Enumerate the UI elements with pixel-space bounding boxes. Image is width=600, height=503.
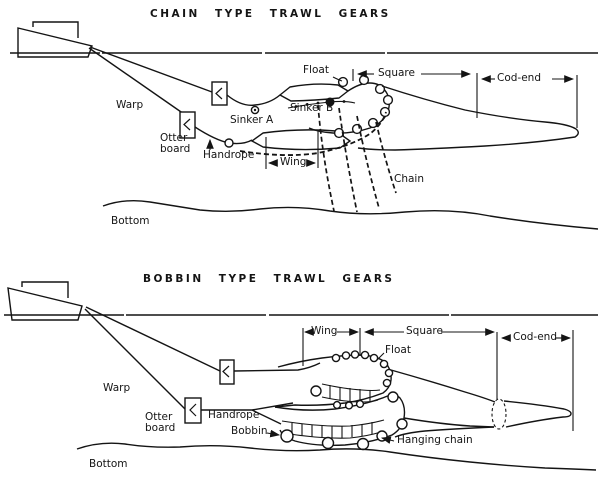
otter-board-upper: [219, 359, 235, 385]
chain-type-diagram: [10, 21, 599, 230]
measurements: [302, 328, 574, 431]
sea-bottom-line: [102, 199, 599, 230]
ship-icon: [17, 21, 93, 58]
bobbin-diagram-title: BOBBIN TYPE TRAWL GEARS: [143, 273, 395, 285]
bottom-label: Bottom: [111, 215, 150, 227]
otter-board-upper: [211, 81, 228, 106]
float-circles-row2: [332, 399, 365, 410]
hanging-chain-band-upper: [310, 383, 381, 403]
warp-line-lower: [84, 308, 186, 410]
otter-board-label: Otter board: [145, 411, 176, 434]
bead-dots: [294, 100, 346, 108]
wing-label: Wing: [311, 325, 338, 337]
warp-line-lower: [88, 47, 185, 115]
warp-label: Warp: [103, 382, 131, 394]
bobbin-type-diagram: [4, 281, 598, 471]
chains: [317, 104, 397, 213]
cod-end-label: Cod-end: [497, 72, 541, 84]
handrope-lower: [194, 126, 253, 145]
sinker-a-weight: [250, 105, 260, 115]
chain-label: Chain: [394, 173, 424, 185]
bobbin-pointer-arrow: [266, 429, 281, 438]
handrope-label: Handrope: [208, 409, 260, 421]
chain-diagram-title: CHAIN TYPE TRAWL GEARS: [150, 8, 391, 20]
bobbin-label: Bobbin: [231, 425, 268, 437]
handrope-lower: [201, 402, 294, 425]
warp-label: Warp: [116, 99, 144, 111]
otter-board-lower: [179, 111, 196, 139]
bottom-label: Bottom: [89, 458, 128, 470]
sinker-b-weight: [325, 97, 335, 107]
float-label: Float: [303, 64, 329, 76]
otter-board-label: Otter board: [160, 132, 191, 155]
square-label: Square: [378, 67, 415, 79]
sea-bottom-line: [76, 442, 597, 471]
sinker-a-label: Sinker A: [230, 114, 274, 126]
handrope-ring: [224, 138, 234, 148]
ship-icon: [7, 281, 83, 321]
handrope-upper: [233, 362, 321, 372]
warp-line-upper: [89, 46, 213, 93]
otter-board-lower: [184, 397, 202, 424]
handrope-upper: [226, 94, 281, 106]
warp-line-upper: [85, 306, 221, 372]
float-circles: [333, 74, 394, 139]
wing-lower: [250, 129, 352, 151]
handrope-label: Handrope: [203, 149, 255, 161]
footrope: [239, 111, 387, 156]
net-body: [390, 369, 572, 438]
square-label: Square: [406, 325, 443, 337]
cod-end-label: Cod-end: [513, 331, 557, 343]
sinker-b-label: Sinker B: [290, 102, 334, 114]
wing-label: Wing: [280, 156, 307, 168]
hanging-chain-pointer-arrow: [380, 436, 395, 444]
hanging-chain-band-lower: [281, 419, 385, 439]
hanging-chain-label: Hanging chain: [397, 434, 473, 446]
float-label: Float: [385, 344, 411, 356]
float-circles: [331, 350, 394, 388]
measurements: [265, 69, 578, 169]
wing-upper: [278, 83, 350, 102]
net-body: [357, 85, 579, 151]
